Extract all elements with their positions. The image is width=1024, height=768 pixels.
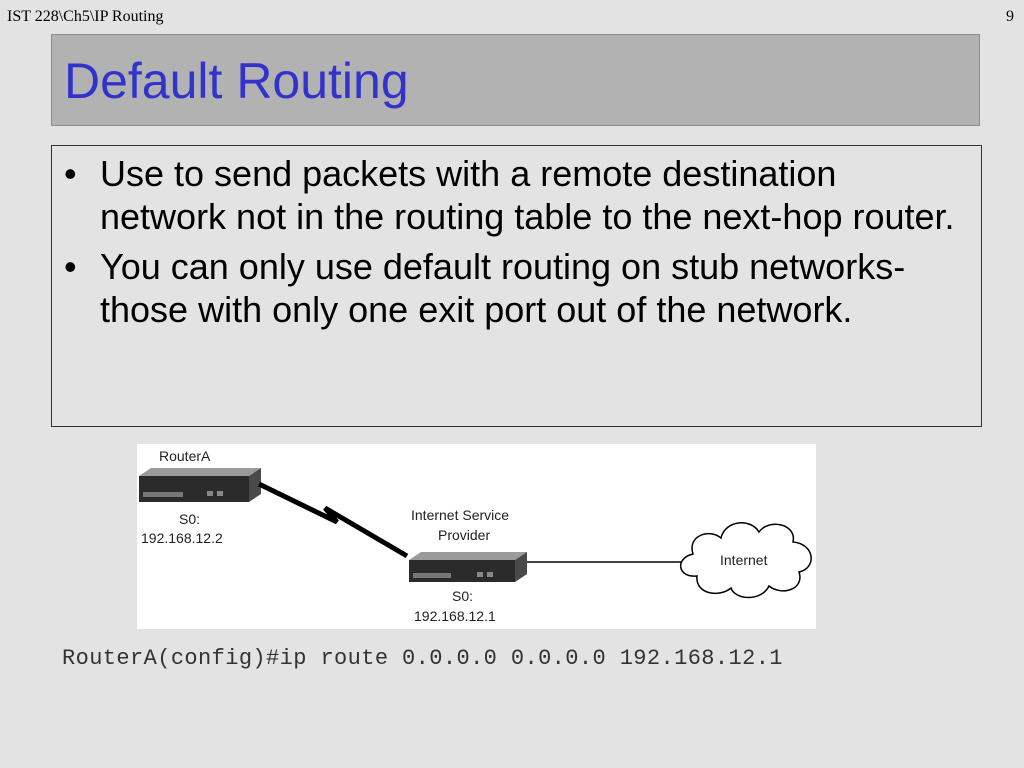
router-a-label: RouterA (159, 448, 211, 464)
isp-router-icon (409, 552, 527, 582)
internet-label: Internet (720, 552, 768, 568)
bullet-list: • Use to send packets with a remote dest… (62, 152, 971, 338)
router-a-ip: 192.168.12.2 (141, 530, 223, 546)
bullet-text: Use to send packets with a remote destin… (100, 153, 955, 237)
isp-label-line1: Internet Service (411, 507, 509, 523)
content-box: • Use to send packets with a remote dest… (51, 145, 982, 427)
isp-port: S0: (452, 588, 473, 604)
title-bar: Default Routing (51, 34, 980, 126)
bullet-item: • You can only use default routing on st… (62, 245, 971, 331)
internet-cloud-icon (680, 522, 812, 599)
isp-ip: 192.168.12.1 (414, 608, 496, 624)
command-line: RouterA(config)#ip route 0.0.0.0 0.0.0.0… (62, 646, 783, 671)
course-path: IST 228\Ch5\IP Routing (7, 8, 164, 25)
network-diagram: RouterA S0: 192.168.12.2 Internet Servic… (137, 444, 816, 629)
router-a-icon (139, 468, 261, 502)
isp-label-line2: Provider (438, 527, 490, 543)
serial-link (257, 481, 409, 559)
bullet-text: You can only use default routing on stub… (100, 246, 906, 330)
bullet-item: • Use to send packets with a remote dest… (62, 152, 971, 238)
bullet-dot-icon: • (64, 246, 77, 287)
slide-title: Default Routing (64, 53, 409, 109)
page-number: 9 (1006, 8, 1014, 25)
router-a-port: S0: (179, 511, 200, 527)
bullet-dot-icon: • (64, 153, 77, 194)
